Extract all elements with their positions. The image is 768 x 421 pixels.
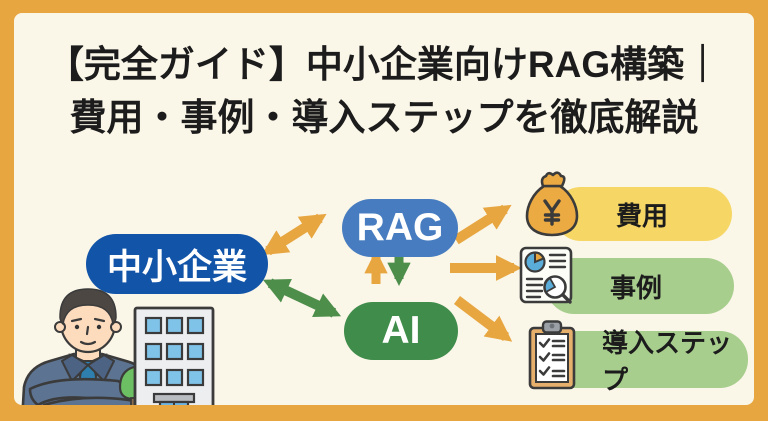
- outcome-cost-label: 費用: [616, 200, 669, 231]
- arrow-sme-rag-bidirectional: [261, 213, 327, 256]
- content-panel: 【完全ガイド】中小企業向けRAG構築｜ 費用・事例・導入ステップを徹底解説: [14, 13, 754, 405]
- arrow-to-cost: [453, 204, 512, 245]
- arrow-sme-ai-bidirectional: [262, 278, 342, 318]
- clipboard-checklist-icon: [528, 320, 576, 390]
- node-rag-label: RAG: [356, 206, 444, 249]
- outcome-cost: 費用: [554, 187, 732, 241]
- outcome-cases-label: 事例: [610, 272, 663, 303]
- title-line-1: 【完全ガイド】中小企業向けRAG構築｜: [46, 44, 722, 85]
- outcome-steps-label: 導入ステップ: [602, 327, 733, 395]
- node-sme-label: 中小企業: [106, 247, 247, 287]
- page-title: 【完全ガイド】中小企業向けRAG構築｜ 費用・事例・導入ステップを徹底解説: [14, 39, 754, 145]
- title-line-2: 費用・事例・導入ステップを徹底解説: [69, 96, 699, 138]
- office-building-illustration: [133, 306, 215, 405]
- document-pie-chart-icon: [519, 246, 573, 304]
- outcome-cases: 事例: [546, 258, 734, 314]
- arrow-to-steps: [453, 296, 513, 342]
- node-sme: 中小企業: [86, 234, 268, 294]
- node-ai-label: AI: [381, 309, 421, 352]
- node-ai: AI: [344, 302, 458, 360]
- money-bag-icon: [525, 171, 579, 237]
- node-rag: RAG: [342, 199, 458, 257]
